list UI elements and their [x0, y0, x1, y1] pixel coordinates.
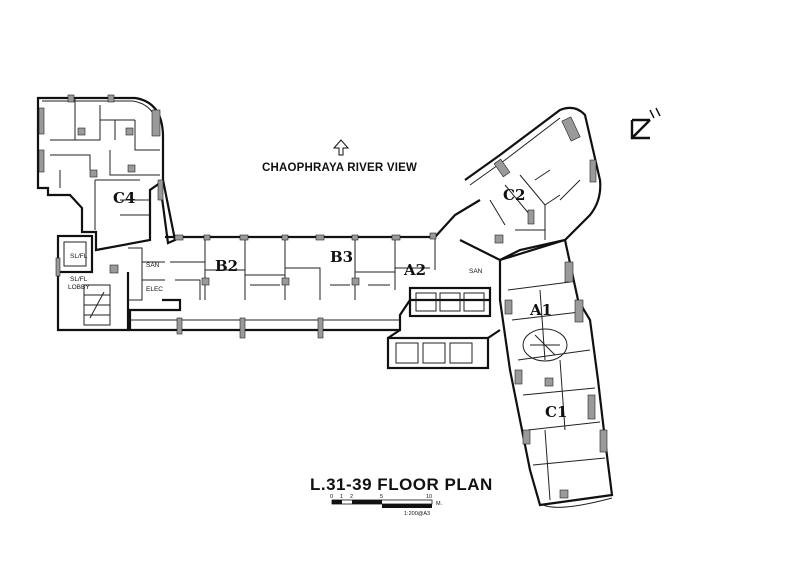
scale-tick-0: 0 — [330, 494, 333, 500]
unit-label-b2: B2 — [215, 257, 238, 275]
room-label-slfl-lobby-1: SL/FL — [70, 276, 88, 283]
floor-plan-title: L.31-39 FLOOR PLAN — [310, 475, 493, 494]
unit-label-c4: C4 — [113, 189, 135, 207]
up-arrow-icon — [332, 139, 350, 156]
central-wing — [128, 199, 501, 370]
scale-tick-2: 2 — [350, 494, 353, 500]
c4-wing — [36, 94, 177, 332]
room-label-slfl: SL/FL — [70, 253, 88, 260]
unit-label-a2: A2 — [403, 261, 426, 279]
scale-tick-1: 1 — [340, 494, 343, 500]
c1-wing — [498, 238, 614, 508]
unit-label-c2: C2 — [503, 186, 525, 204]
unit-label-c1: C1 — [545, 403, 567, 421]
scale-unit: M. — [436, 501, 443, 507]
unit-label-a1: A1 — [529, 301, 552, 319]
north-arrow-icon — [630, 107, 661, 140]
river-view-label: CHAOPHRAYA RIVER VIEW — [262, 162, 417, 174]
room-label-elec: ELEC — [146, 286, 163, 293]
scale-tick-5: 5 — [380, 494, 383, 500]
scale-ratio: 1:200@A3 — [404, 511, 430, 517]
room-label-san-left: SAN — [146, 262, 160, 269]
room-label-san-right: SAN — [469, 268, 483, 275]
scale-bar: 0 1 2 5 10 M. 1:200@A3 — [330, 494, 443, 517]
room-label-slfl-lobby-2: LOBBY — [68, 284, 90, 291]
unit-label-b3: B3 — [330, 248, 353, 266]
scale-tick-10: 10 — [426, 494, 432, 500]
c2-wing — [459, 106, 602, 262]
